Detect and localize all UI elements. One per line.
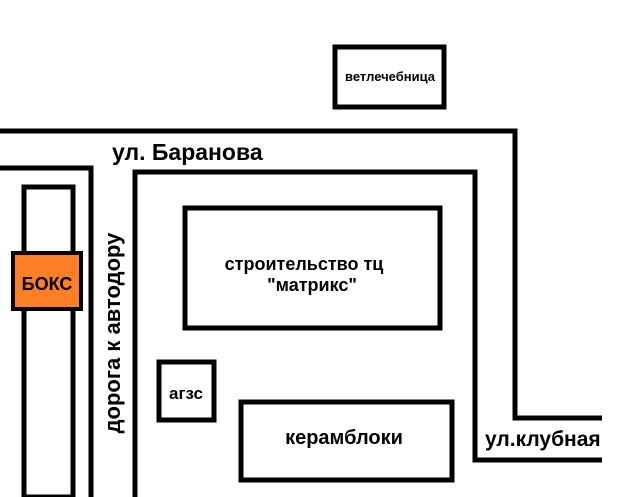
street-baranova-klubnaya-inner-edge-right bbox=[132, 169, 602, 497]
box-label: БОКС bbox=[22, 274, 73, 294]
street-label-baranova: ул. Баранова bbox=[112, 139, 263, 165]
ceramic-blocks-label: керамблоки bbox=[285, 427, 403, 449]
construction-label: строительство тц bbox=[225, 254, 384, 274]
vet-clinic-label: ветлечебница bbox=[345, 69, 436, 84]
street-label-road-to-autodor: дорога к автодору bbox=[100, 232, 125, 434]
construction-label-line2: "матрикс" bbox=[267, 275, 357, 295]
street-label-klubnaya: ул.клубная bbox=[485, 428, 601, 451]
box-garage-marker bbox=[11, 251, 83, 311]
construction-building bbox=[182, 205, 443, 331]
gas-station-building bbox=[156, 359, 217, 423]
vet-clinic-building bbox=[332, 44, 447, 110]
left-strip bbox=[21, 184, 76, 497]
street-baranova-inner-edge-left bbox=[0, 165, 94, 497]
street-baranova-klubnaya-outer-edge bbox=[0, 128, 602, 421]
gas-station-label: агзс bbox=[169, 384, 203, 403]
ceramic-blocks-building bbox=[238, 399, 455, 483]
